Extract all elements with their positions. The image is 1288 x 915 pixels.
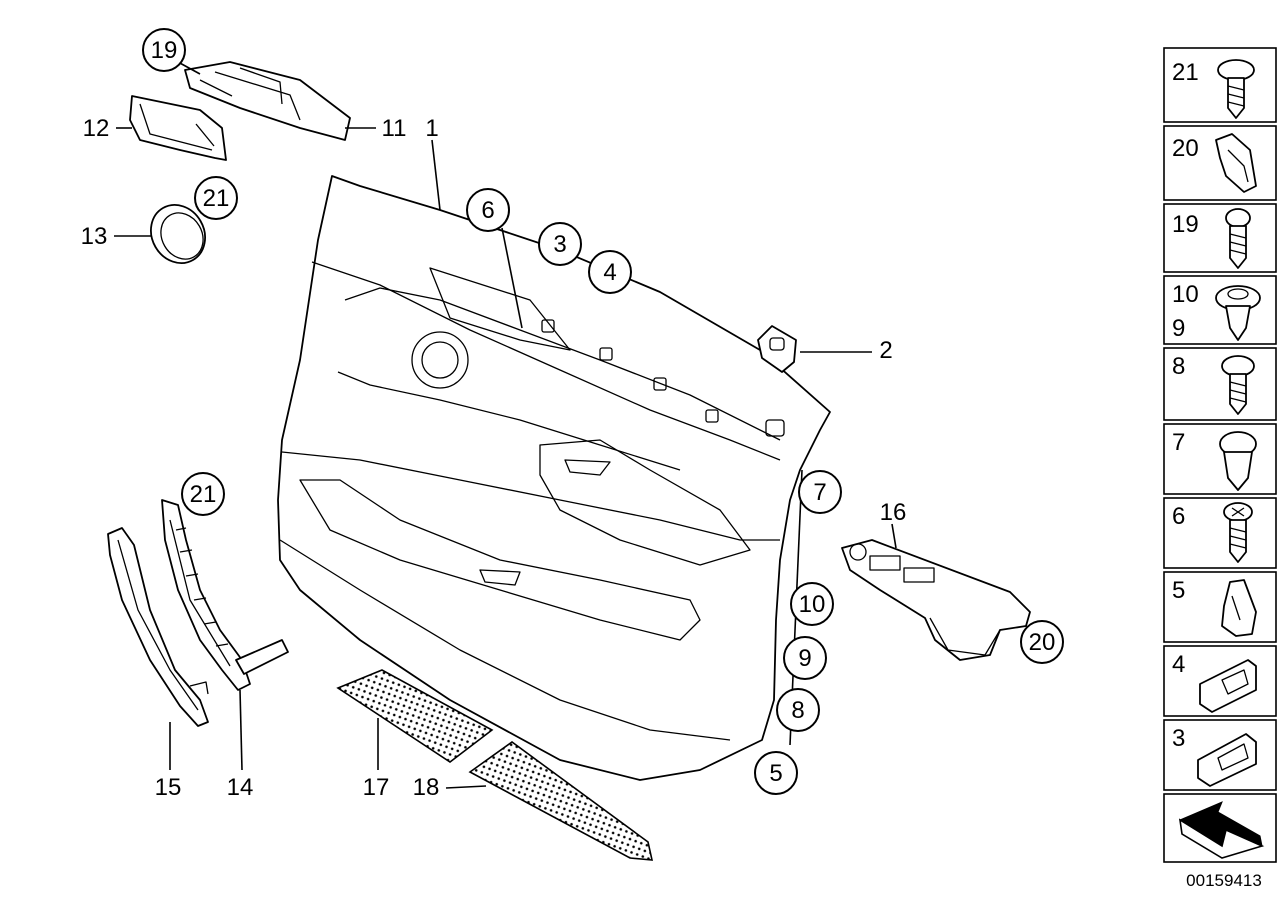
- screw-icon: [1225, 208, 1251, 269]
- svg-text:5: 5: [1172, 577, 1185, 604]
- callout-11: 11: [382, 115, 407, 142]
- callout-1: 1: [425, 115, 438, 142]
- circled-callout-10: 10: [790, 582, 834, 626]
- svg-text:19: 19: [1172, 211, 1199, 238]
- callout-12: 12: [83, 115, 110, 142]
- legend-row-7: 7: [1163, 423, 1277, 495]
- callouts-plain: 1 2 11 12 13 14 15 16 17 18: [81, 115, 907, 801]
- callout-2: 2: [879, 337, 892, 364]
- svg-text:3: 3: [1172, 725, 1185, 752]
- diagram-id-code: 00159413: [1186, 871, 1262, 890]
- legend-row-19: 19: [1163, 203, 1277, 273]
- svg-text:8: 8: [1172, 353, 1185, 380]
- grab-handle-carrier-part-14-drawing: [161, 499, 289, 691]
- expanding-rivet-icon: [1215, 285, 1261, 341]
- svg-text:10: 10: [1172, 281, 1199, 308]
- circled-callout-8: 8: [776, 688, 820, 732]
- bracket-clip-icon: [1199, 659, 1257, 713]
- svg-text:21: 21: [203, 185, 230, 212]
- circled-callout-4: 4: [588, 250, 632, 294]
- callout-16: 16: [880, 499, 907, 526]
- svg-text:8: 8: [791, 697, 804, 724]
- direction-arrow-icon: [1178, 801, 1265, 859]
- clip-part-2-drawing: [757, 325, 797, 373]
- svg-text:5: 5: [769, 760, 782, 787]
- circled-callout-7: 7: [798, 470, 842, 514]
- legend-row-3: 3: [1163, 719, 1277, 791]
- callout-15: 15: [155, 774, 182, 801]
- svg-text:9: 9: [1172, 315, 1185, 342]
- svg-text:20: 20: [1172, 135, 1199, 162]
- handle-cover-part-12-drawing: [129, 95, 227, 161]
- svg-text:19: 19: [151, 37, 178, 64]
- svg-text:7: 7: [1172, 429, 1185, 456]
- mesh-panel-part-18-drawing: [468, 741, 654, 861]
- round-cover-part-13-drawing: [150, 204, 206, 264]
- circled-callout-3: 3: [538, 222, 582, 266]
- svg-text:7: 7: [813, 479, 826, 506]
- switch-carrier-part-16-drawing: [841, 539, 1031, 661]
- screw-icon: [1217, 59, 1255, 119]
- circled-callout-6: 6: [466, 188, 510, 232]
- callout-18: 18: [413, 774, 440, 801]
- legend-row-4: 4: [1163, 645, 1277, 717]
- clip-icon: [1215, 133, 1257, 193]
- legend-row-8: 8: [1163, 347, 1277, 421]
- legend-row-10-9: 10 9: [1163, 275, 1277, 345]
- svg-text:6: 6: [481, 197, 494, 224]
- circled-callout-20: 20: [1020, 620, 1064, 664]
- legend-row-6: 6: [1163, 497, 1277, 569]
- svg-text:6: 6: [1172, 503, 1185, 530]
- mesh-panel-part-17-drawing: [336, 669, 494, 763]
- svg-text:21: 21: [1172, 59, 1199, 86]
- circled-callout-21-left: 21: [181, 472, 225, 516]
- callout-17: 17: [363, 774, 390, 801]
- svg-text:10: 10: [799, 591, 826, 618]
- fastener-legend: 21 20 19: [1163, 47, 1277, 863]
- grab-handle-trim-part-15-drawing: [107, 527, 209, 727]
- circled-callout-19: 19: [142, 28, 186, 72]
- clip-nut-icon: [1221, 579, 1257, 637]
- circled-callout-9: 9: [783, 636, 827, 680]
- screw-icon: [1223, 502, 1253, 563]
- legend-row-21: 21: [1163, 47, 1277, 123]
- svg-text:4: 4: [1172, 651, 1185, 678]
- door-trim-panel-part-1-drawing: [277, 175, 831, 781]
- bracket-part-19-drawing: [184, 61, 351, 141]
- callouts-circled: 19 21 6 3 4 21 7 10 9 8 5 20: [142, 28, 1064, 795]
- callout-14: 14: [227, 774, 254, 801]
- legend-row-20: 20: [1163, 125, 1277, 201]
- svg-text:9: 9: [798, 645, 811, 672]
- callout-13: 13: [81, 223, 108, 250]
- circled-callout-5: 5: [754, 751, 798, 795]
- svg-text:4: 4: [603, 259, 616, 286]
- screw-icon: [1221, 355, 1255, 415]
- svg-text:3: 3: [553, 231, 566, 258]
- legend-row-arrow: [1163, 793, 1277, 863]
- expanding-rivet-icon: [1219, 431, 1257, 491]
- svg-text:20: 20: [1029, 629, 1056, 656]
- svg-text:21: 21: [190, 481, 217, 508]
- bracket-clip-icon: [1197, 733, 1257, 787]
- circled-callout-21-top: 21: [194, 176, 238, 220]
- legend-row-5: 5: [1163, 571, 1277, 643]
